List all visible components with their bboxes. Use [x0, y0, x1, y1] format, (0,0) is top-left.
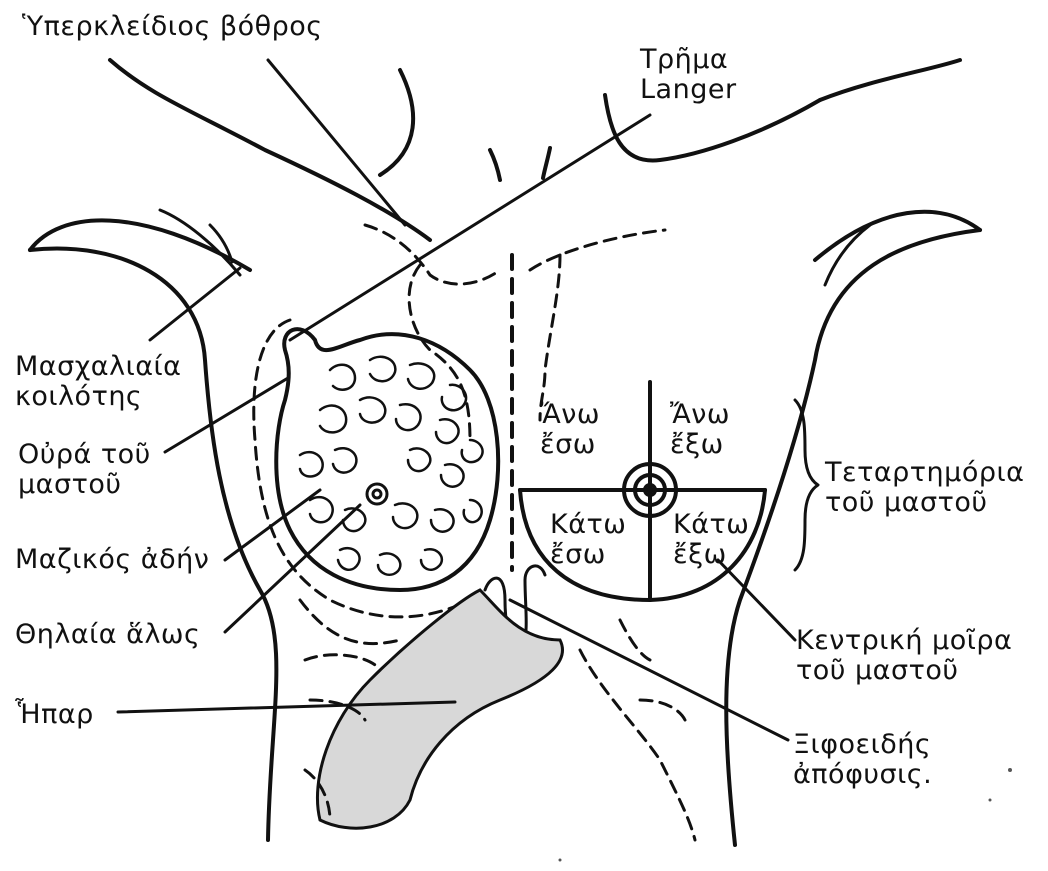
label-central-part: Κεντρική μοῖρα τοῦ μαστοῦ — [796, 626, 1012, 686]
label-axillary-cavity: Μασχαλιαία κοιλότης — [15, 352, 181, 412]
clavicle-contours — [365, 225, 665, 440]
axilla-creases — [160, 210, 870, 285]
label-quadrants: Τεταρτημόρια τοῦ μαστοῦ — [825, 458, 1024, 518]
label-xiphoid-process: Ξιφοειδής ἀπόφυσις. — [793, 730, 932, 790]
label-breast-tail: Οὐρά τοῦ μαστοῦ — [18, 440, 151, 500]
label-lower-outer-quadrant: Κάτω ἔξω — [673, 510, 749, 570]
label-areola: Θηλαία ἅλως — [15, 620, 200, 650]
label-mammary-gland: Μαζικός ἀδήν — [15, 545, 209, 575]
label-langer-foramen: Τρῆμα Langer — [640, 45, 737, 105]
left-breast-outline — [254, 320, 470, 644]
label-lower-inner-quadrant: Κάτω ἔσω — [550, 510, 626, 570]
torso-outline — [30, 60, 980, 845]
label-liver: Ἧπαρ — [15, 700, 94, 730]
speckles — [559, 768, 1013, 862]
label-supraclavicular-fossa: Ὑπερκλείδιος βόθρος — [22, 12, 323, 42]
label-upper-outer-quadrant: Ἄνω ἔξω — [670, 400, 730, 460]
label-upper-inner-quadrant: Ἄνω ἔσω — [540, 400, 600, 460]
left-nipple — [367, 484, 387, 504]
gland-lobules — [300, 357, 483, 575]
